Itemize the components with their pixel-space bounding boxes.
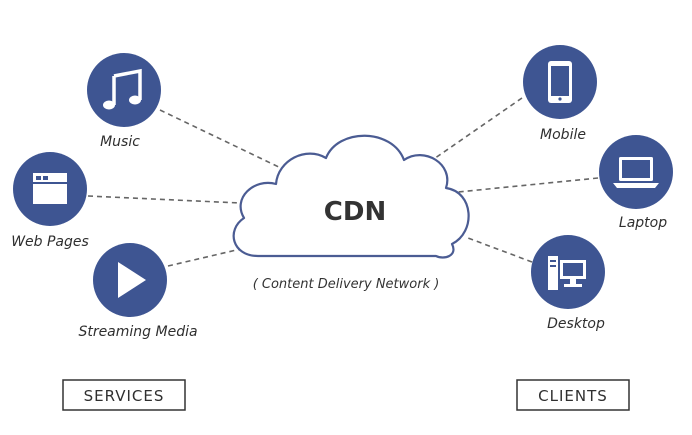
connector-desktop [467, 237, 533, 263]
play-icon [118, 262, 146, 298]
connector-lines [87, 97, 599, 267]
desktop-computer-icon [548, 256, 586, 290]
laptop-icon [613, 157, 659, 188]
music-note-icon [103, 68, 142, 110]
service-node-streaming [93, 243, 167, 317]
service-label-web-pages: Web Pages [11, 234, 89, 250]
cdn-title: CDN [324, 197, 386, 227]
cdn-cloud: CDN [232, 134, 470, 259]
service-label-streaming: Streaming Media [78, 324, 197, 340]
clients-box: CLIENTS [516, 379, 630, 411]
mobile-phone-icon [548, 61, 572, 103]
client-label-mobile: Mobile [540, 127, 586, 143]
client-label-laptop: Laptop [619, 215, 667, 231]
cloud-shape [232, 134, 470, 259]
clients-box-label: CLIENTS [538, 387, 608, 405]
connector-music [159, 109, 286, 171]
connector-mobile [427, 97, 523, 164]
service-label-music: Music [100, 134, 140, 150]
service-node-music [87, 53, 161, 127]
services-box-label: SERVICES [84, 387, 165, 405]
client-node-desktop [531, 235, 605, 309]
connector-streaming [167, 247, 246, 267]
connector-web-pages [87, 195, 241, 204]
client-node-laptop [599, 135, 673, 209]
client-label-desktop: Desktop [547, 316, 605, 332]
client-node-mobile [523, 45, 597, 119]
services-box: SERVICES [62, 379, 186, 411]
service-node-web-pages [13, 152, 87, 226]
connector-laptop [447, 177, 599, 194]
cdn-subtitle: ( Content Delivery Network ) [253, 277, 440, 292]
browser-window-icon [33, 173, 67, 204]
